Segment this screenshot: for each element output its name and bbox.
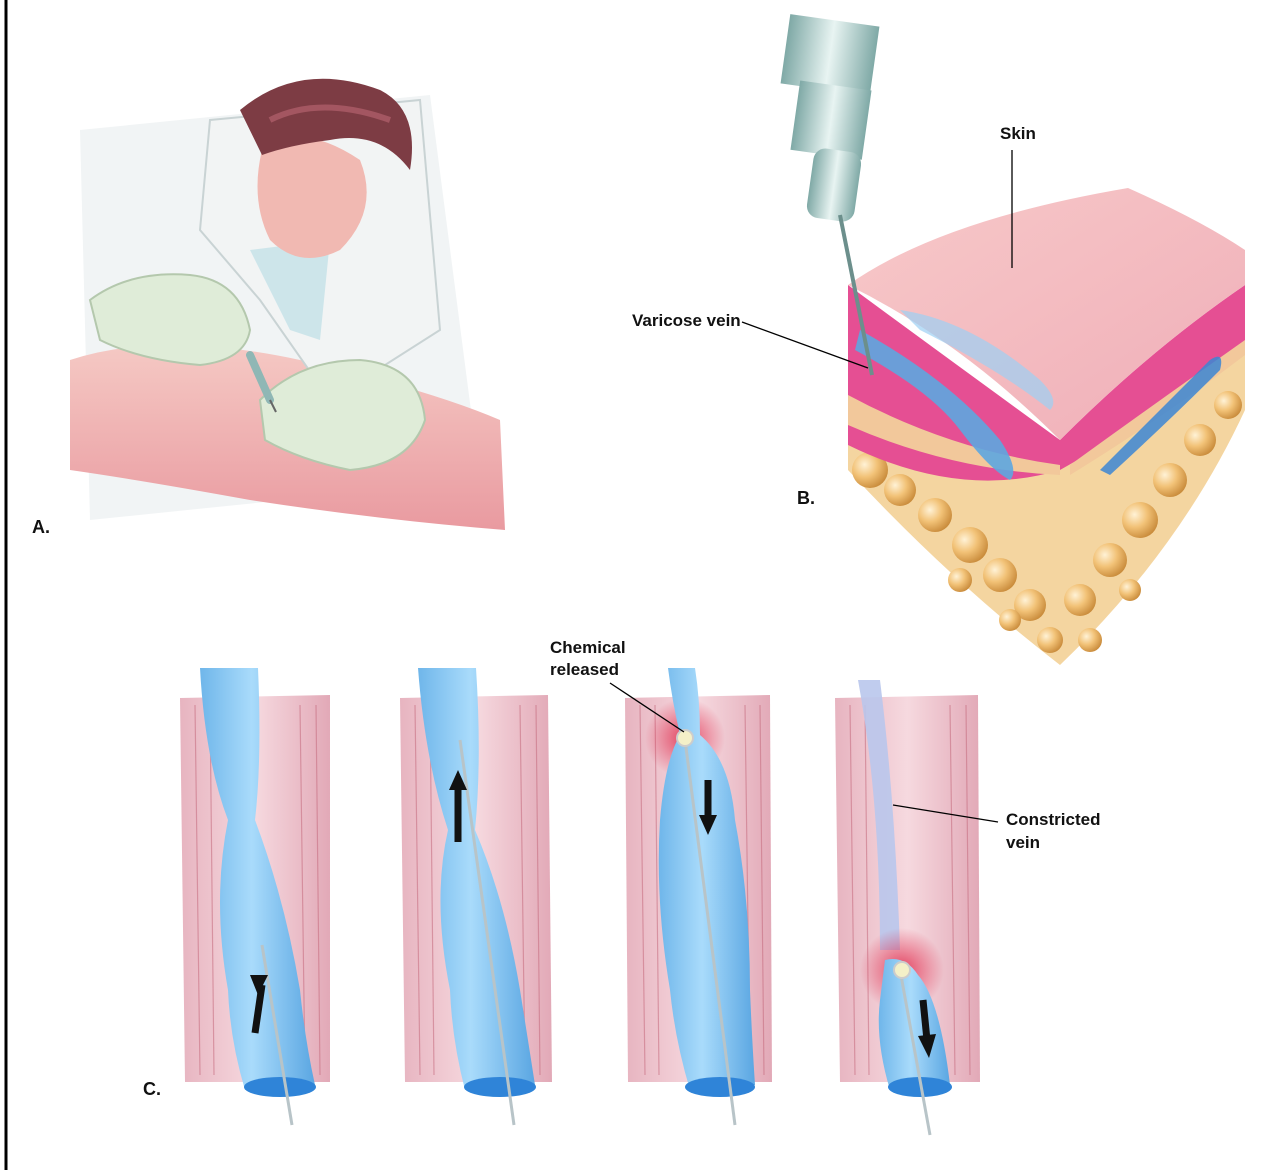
panel-b-skin-cross-section: Skin Varicose vein B. bbox=[632, 14, 1245, 665]
panel-c-vein-sequence: Chemical released Constricted vein C. bbox=[143, 638, 1100, 1135]
panel-b-label: B. bbox=[797, 488, 815, 508]
panel-a-clinician-illustration: A. bbox=[32, 79, 505, 537]
constricted-label-line1: Constricted bbox=[1006, 810, 1100, 829]
varicose-vein-label: Varicose vein bbox=[632, 311, 741, 330]
panel-a-label: A. bbox=[32, 517, 50, 537]
chemical-label-line2: released bbox=[550, 660, 619, 679]
chemical-label-line1: Chemical bbox=[550, 638, 626, 657]
skin-label: Skin bbox=[1000, 124, 1036, 143]
constricted-label-line2: vein bbox=[1006, 833, 1040, 852]
panel-c-label: C. bbox=[143, 1079, 161, 1099]
